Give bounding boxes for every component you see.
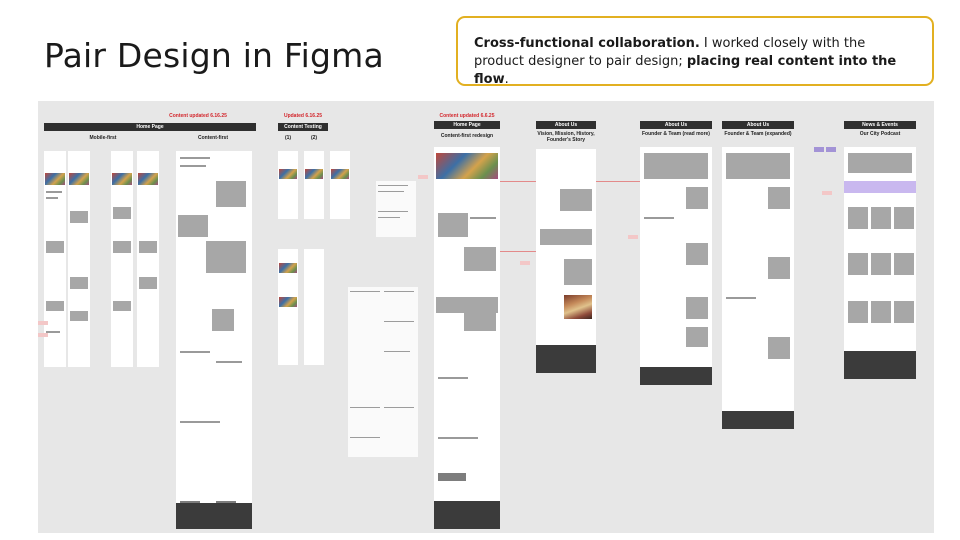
desktop-frame xyxy=(722,147,794,429)
section-updated-label: Content updated 6.6.25 xyxy=(439,113,495,119)
test-frame xyxy=(304,287,324,365)
section-subtitle: Founder & Team (expanded) xyxy=(724,131,792,137)
comment-marker xyxy=(418,175,428,179)
connector-line xyxy=(596,181,640,182)
column-label: Content-first xyxy=(198,135,228,141)
desktop-frame xyxy=(536,149,596,373)
tag-chip xyxy=(826,147,836,152)
section-header-bar: Content Testing xyxy=(278,123,328,131)
column-label: Mobile-first xyxy=(89,135,117,141)
column-label: (2) xyxy=(310,135,318,141)
section-header-bar: About Us xyxy=(536,121,596,129)
desktop-frame xyxy=(640,147,712,385)
section-header-bar: Home Page xyxy=(434,121,500,129)
sticky-notes xyxy=(348,287,418,457)
tag-chip xyxy=(814,147,824,152)
test-frame xyxy=(304,151,324,219)
test-frame xyxy=(330,151,350,219)
mobile-frame xyxy=(111,151,133,367)
callout-bold-lead: Cross-functional collaboration. xyxy=(474,36,700,51)
section-subtitle: Vision, Mission, History, Founder's Stor… xyxy=(537,131,595,143)
test-frame xyxy=(278,287,298,365)
desktop-frame xyxy=(434,147,500,529)
comment-marker xyxy=(628,235,638,239)
sticky-notes xyxy=(376,181,416,237)
section-header-bar: About Us xyxy=(640,121,712,129)
comment-marker xyxy=(38,333,48,337)
figma-canvas-screenshot: Content updated 6.16.25 Home Page Mobile… xyxy=(38,101,934,533)
mobile-frame xyxy=(137,151,159,367)
section-subtitle: Content-first redesign xyxy=(440,133,494,139)
section-subtitle: Founder & Team (read more) xyxy=(642,131,710,137)
mobile-frame xyxy=(68,151,90,367)
connector-line xyxy=(500,181,536,182)
test-frame xyxy=(278,151,298,219)
callout-bold-tail: placing real content into the flow xyxy=(474,54,897,87)
callout-text: I worked closely with the product design… xyxy=(474,36,866,69)
section-updated-label: Content updated 6.16.25 xyxy=(169,113,227,119)
column-label: (1) xyxy=(284,135,292,141)
comment-marker xyxy=(520,261,530,265)
mobile-frame xyxy=(44,151,66,367)
slide-title: Pair Design in Figma xyxy=(44,36,384,75)
comment-marker xyxy=(822,191,832,195)
section-subtitle: Our City Podcast xyxy=(859,131,901,137)
desktop-frame xyxy=(176,151,252,529)
connector-line xyxy=(500,251,536,252)
callout-text-end: . xyxy=(504,72,509,87)
section-header-bar: Home Page xyxy=(44,123,256,131)
section-header-bar: News & Events xyxy=(844,121,916,129)
comment-marker xyxy=(38,321,48,325)
desktop-frame xyxy=(844,147,916,379)
section-updated-label: Updated 6.16.25 xyxy=(283,113,323,119)
callout-box: Cross-functional collaboration. I worked… xyxy=(456,16,934,87)
section-header-bar: About Us xyxy=(722,121,794,129)
